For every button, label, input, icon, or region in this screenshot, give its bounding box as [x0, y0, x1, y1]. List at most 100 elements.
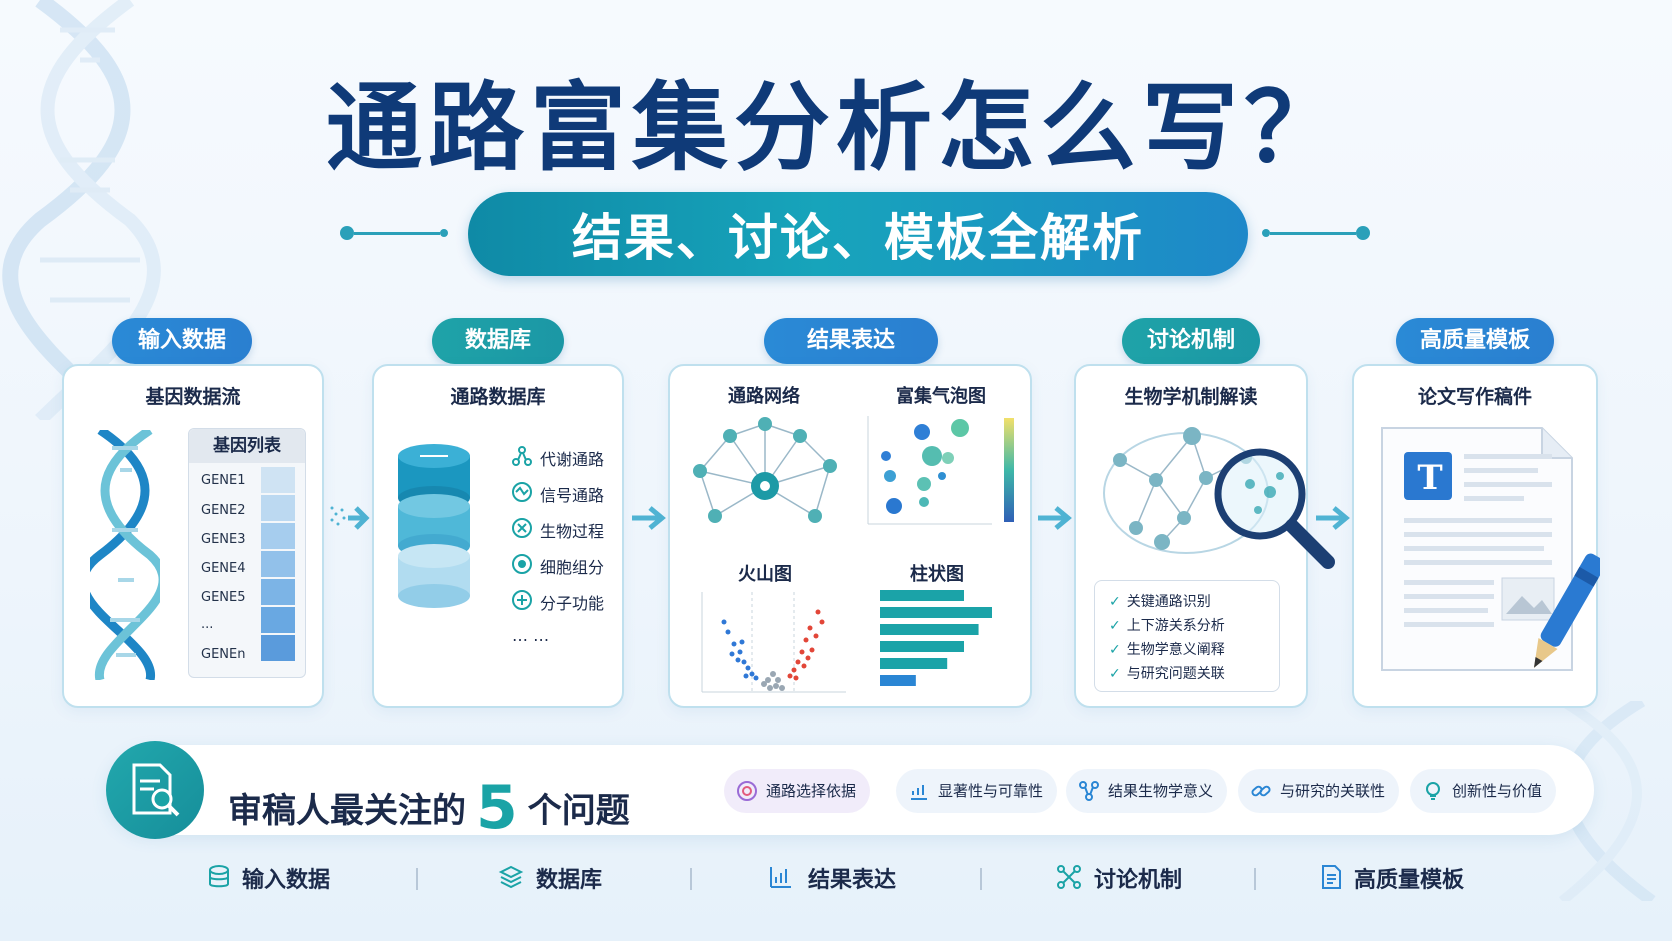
chip-innovation: 创新性与价值 [1410, 769, 1557, 813]
gene-row: GENE1 [201, 473, 246, 488]
db-item: 细胞组分 [540, 558, 605, 577]
document-icon [1381, 427, 1573, 671]
bar-5 [880, 658, 948, 669]
panel-discussion: 生物学机制解读 ✓关键通路识别 ✓上下游关系分析 ✓生物学意义阐释 ✓与研究问题… [1074, 364, 1335, 708]
dna-helix-icon [90, 430, 160, 680]
gene-color-bar [261, 467, 295, 493]
flow-arrow-icon [1038, 506, 1072, 530]
document-search-icon [132, 763, 180, 817]
nav-database[interactable]: 数据库 [536, 868, 603, 893]
check-item: ✓生物学意义阐释 [1109, 642, 1225, 658]
bar-chart [880, 590, 992, 686]
chip-relevance: 与研究的关联性 [1238, 769, 1400, 813]
subtitle-line-left [354, 232, 440, 235]
gene-list-title: 基因列表 [189, 429, 305, 463]
flow-arrow-icon [1316, 506, 1350, 530]
gene-row: ... [201, 617, 214, 632]
gene-color-bar [261, 579, 295, 605]
chart-icon [770, 867, 791, 888]
chart-icon [911, 785, 927, 800]
db-item-more: … … [512, 626, 550, 645]
document-letter: T [1417, 458, 1443, 498]
gene-color-bar [261, 495, 295, 521]
panel-heading: 通路数据库 [450, 386, 546, 408]
db-item: 信号通路 [540, 486, 605, 505]
check-icon: ✓ [1109, 666, 1121, 682]
db-item: 代谢通路 [540, 450, 605, 469]
nav-separator [1254, 868, 1256, 890]
banner-icon-circle [106, 741, 204, 839]
database-icon [209, 865, 229, 888]
target-icon [737, 781, 757, 801]
bar-6 [880, 675, 916, 686]
link-icon [1251, 785, 1271, 797]
lightbulb-icon [1426, 782, 1440, 800]
check-item: ✓关键通路识别 [1109, 594, 1211, 610]
nav-results[interactable]: 结果表达 [808, 868, 897, 893]
subtitle-block: 结果、讨论、模板全解析 [340, 192, 1370, 276]
gene-color-bar [261, 551, 295, 577]
subtitle-line-right [1270, 232, 1356, 235]
cell-component-icon [512, 554, 532, 574]
volcano-label: 火山图 [738, 564, 792, 585]
banner-number: 5 [476, 773, 518, 843]
nav-discussion[interactable]: 讨论机制 [1094, 868, 1183, 893]
panel-heading: 基因数据流 [145, 386, 241, 408]
gene-row: GENE3 [201, 532, 246, 547]
document-icon [1322, 865, 1341, 889]
tag-input-data: 输入数据 [112, 318, 252, 364]
nav-input-data[interactable]: 输入数据 [242, 868, 331, 893]
signal-pathway-icon [512, 482, 532, 502]
metabolic-pathway-icon [512, 446, 532, 466]
panel-database: 通路数据库 代谢通路 信号通路 生物过程 细胞组分 分子功能 … … [372, 364, 624, 708]
barplot-label: 柱状图 [910, 564, 964, 585]
subtitle-dot-right-small [1262, 229, 1270, 237]
biological-process-icon [512, 518, 532, 538]
gene-color-bar [261, 635, 295, 661]
bar-4 [880, 641, 964, 652]
check-item: ✓上下游关系分析 [1109, 618, 1225, 634]
gene-row: GENEn [201, 647, 246, 662]
gene-row: GENE5 [201, 590, 246, 605]
volcano-plot [701, 592, 846, 693]
bar-3 [880, 624, 979, 635]
bar-2 [880, 607, 992, 618]
tag-discussion: 讨论机制 [1122, 318, 1260, 364]
panel-heading: 生物学机制解读 [1124, 386, 1258, 408]
panel-heading: 论文写作稿件 [1417, 386, 1532, 408]
flow-arrow-icon [632, 506, 666, 530]
chip-significance: 显著性与可靠性 [896, 769, 1058, 813]
subtitle-dot-left-small [440, 229, 448, 237]
checklist: ✓关键通路识别 ✓上下游关系分析 ✓生物学意义阐释 ✓与研究问题关联 [1094, 580, 1280, 692]
check-icon: ✓ [1109, 594, 1121, 610]
panel-template: 论文写作稿件 T [1352, 364, 1600, 708]
bubble-plot [867, 416, 1014, 525]
pathway-network-graph [693, 417, 837, 523]
network-icon [1057, 865, 1081, 889]
check-item: ✓与研究问题关联 [1109, 666, 1225, 682]
molecular-function-icon [512, 590, 532, 610]
subtitle-dot-left [340, 226, 354, 240]
gene-list-table: 基因列表 GENE1 GENE2 GENE3 GENE4 GENE5 ... G… [188, 428, 306, 678]
chip-bio-meaning: 结果生物学意义 [1066, 769, 1228, 813]
bubble-label: 富集气泡图 [896, 386, 986, 407]
subtitle-dot-right [1356, 226, 1370, 240]
layers-icon [498, 865, 524, 889]
subtitle-pill: 结果、讨论、模板全解析 [468, 192, 1248, 276]
check-icon: ✓ [1109, 618, 1121, 634]
db-item: 分子功能 [540, 594, 605, 613]
check-icon: ✓ [1109, 642, 1121, 658]
mechanism-network-graph [1103, 427, 1269, 554]
tag-database: 数据库 [432, 318, 564, 364]
bar-1 [880, 590, 964, 601]
nav-template[interactable]: 高质量模板 [1354, 868, 1465, 893]
page-title: 通路富集分析怎么写？ [326, 72, 1346, 184]
gene-color-bar [261, 523, 295, 549]
chip-pathway-selection: 通路选择依据 [724, 769, 871, 813]
network-icon [1079, 781, 1099, 801]
nav-separator [690, 868, 692, 890]
flow-arrow-icon [330, 506, 370, 530]
tag-results: 结果表达 [764, 318, 938, 364]
